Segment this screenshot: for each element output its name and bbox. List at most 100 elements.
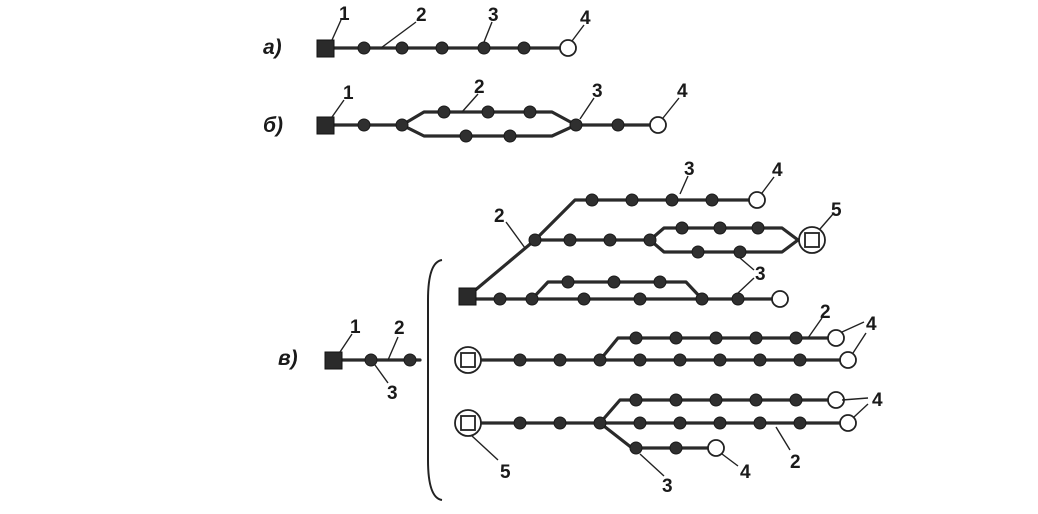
node — [709, 393, 723, 407]
node — [653, 275, 667, 289]
node — [713, 416, 727, 430]
combined-start-node-square — [460, 415, 476, 431]
leader-line — [579, 97, 595, 120]
leader-line — [761, 176, 775, 194]
node — [695, 292, 709, 306]
node — [733, 245, 747, 259]
leader-line — [505, 221, 526, 249]
start-node — [316, 116, 335, 135]
node — [403, 353, 417, 367]
node — [395, 41, 409, 55]
node — [577, 292, 591, 306]
node — [629, 441, 643, 455]
end-node — [559, 39, 577, 57]
leader-line — [841, 397, 869, 401]
leader-line — [639, 453, 665, 477]
node — [793, 353, 807, 367]
node — [459, 129, 473, 143]
leader-line — [841, 321, 865, 333]
end-node — [839, 351, 857, 369]
node — [665, 193, 679, 207]
leader-line — [775, 426, 791, 451]
callout-4: 4 — [872, 390, 883, 411]
callout-3: 3 — [592, 81, 603, 102]
node — [481, 105, 495, 119]
leader-line — [483, 21, 493, 43]
end-node — [839, 414, 857, 432]
leader-line — [721, 453, 739, 467]
callout-4: 4 — [740, 462, 751, 483]
node — [517, 41, 531, 55]
start-node — [316, 39, 335, 58]
node — [753, 416, 767, 430]
callout-3: 3 — [684, 159, 695, 180]
callout-1: 1 — [339, 4, 350, 25]
node — [751, 221, 765, 235]
end-node — [827, 391, 845, 409]
node — [673, 416, 687, 430]
node — [513, 416, 527, 430]
edge — [598, 398, 838, 425]
node — [749, 393, 763, 407]
node — [561, 275, 575, 289]
node — [364, 353, 378, 367]
node — [585, 193, 599, 207]
node — [753, 353, 767, 367]
node — [357, 118, 371, 132]
node — [629, 393, 643, 407]
node — [523, 105, 537, 119]
node — [669, 441, 683, 455]
variant-a: а) 1 2 3 4 — [263, 4, 591, 59]
callout-4: 4 — [866, 314, 877, 335]
node — [395, 118, 409, 132]
sub-network-2: 2 4 — [454, 302, 877, 374]
node — [553, 416, 567, 430]
variant-a-label: а) — [263, 36, 282, 59]
node — [528, 233, 542, 247]
node — [789, 393, 803, 407]
leader-line — [679, 175, 689, 195]
node — [437, 105, 451, 119]
leader-line — [819, 213, 834, 230]
node — [525, 292, 539, 306]
leader-line — [461, 93, 479, 113]
node — [477, 41, 491, 55]
node — [633, 416, 647, 430]
variant-c: в) 1 2 3 — [278, 159, 883, 501]
callout-3: 3 — [488, 5, 499, 26]
node — [675, 221, 689, 235]
callout-1: 1 — [350, 317, 361, 338]
node — [593, 353, 607, 367]
combined-end-node-square — [804, 232, 820, 248]
leader-line — [852, 332, 867, 354]
node — [493, 292, 507, 306]
callout-1: 1 — [343, 83, 354, 104]
node — [553, 353, 567, 367]
node — [607, 275, 621, 289]
node — [691, 245, 705, 259]
end-node — [707, 439, 725, 457]
node — [793, 416, 807, 430]
leader-line — [331, 19, 342, 41]
node — [503, 129, 517, 143]
node — [513, 353, 527, 367]
node — [673, 353, 687, 367]
callout-4: 4 — [677, 81, 688, 102]
leader-line — [374, 364, 389, 384]
node — [705, 193, 719, 207]
leader-line — [331, 99, 345, 118]
node — [357, 41, 371, 55]
callout-2: 2 — [394, 318, 405, 339]
callout-2: 2 — [474, 77, 485, 98]
callout-3: 3 — [387, 383, 398, 404]
node — [643, 233, 657, 247]
sub-network-3: 4 5 3 4 2 — [454, 390, 883, 497]
node — [713, 353, 727, 367]
edge — [648, 238, 800, 254]
end-node — [771, 290, 789, 308]
callout-2: 2 — [494, 206, 505, 227]
node — [669, 331, 683, 345]
callout-3: 3 — [755, 264, 766, 285]
leader-line — [662, 97, 680, 119]
